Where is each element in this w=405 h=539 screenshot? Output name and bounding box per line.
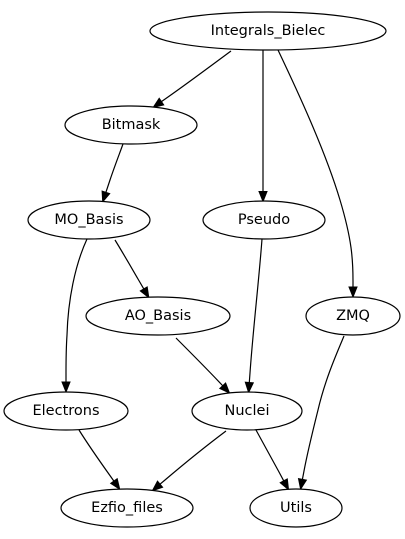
node-mo-basis: MO_Basis bbox=[27, 200, 151, 240]
arrowhead bbox=[139, 286, 150, 299]
node-ellipse bbox=[305, 296, 401, 336]
edge-line bbox=[255, 429, 285, 482]
edge-line bbox=[65, 238, 88, 382]
edge-line bbox=[277, 49, 354, 287]
node-nuclei: Nuclei bbox=[191, 391, 303, 431]
edge-line bbox=[78, 429, 115, 482]
node-pseudo: Pseudo bbox=[202, 200, 326, 240]
node-ellipse bbox=[149, 11, 387, 51]
arrowhead bbox=[61, 381, 71, 394]
edge-nuclei-to-utils bbox=[255, 429, 290, 491]
arrowhead bbox=[244, 381, 255, 394]
node-ellipse bbox=[27, 200, 151, 240]
node-label: Integrals_Bielec bbox=[211, 23, 326, 39]
node-label: Pseudo bbox=[238, 212, 290, 228]
node-ellipse bbox=[3, 391, 129, 431]
arrowhead bbox=[258, 191, 268, 203]
node-ellipse bbox=[85, 296, 231, 336]
node-label: MO_Basis bbox=[54, 212, 123, 228]
edge-line bbox=[161, 50, 232, 103]
arrowhead bbox=[218, 382, 231, 394]
node-ao-basis: AO_Basis bbox=[85, 296, 231, 336]
edge-ao_basis-to-nuclei bbox=[175, 337, 231, 394]
edge-integrals_bielec-to-pseudo bbox=[258, 50, 268, 203]
edge-line bbox=[105, 143, 124, 193]
node-bitmask: Bitmask bbox=[64, 105, 198, 145]
edge-mo_basis-to-electrons bbox=[61, 238, 88, 394]
arrowhead bbox=[152, 97, 165, 109]
arrowhead bbox=[101, 190, 111, 204]
node-label: Electrons bbox=[32, 403, 99, 419]
node-integrals-bielec: Integrals_Bielec bbox=[149, 11, 387, 51]
edge-bitmask-to-mo_basis bbox=[101, 143, 124, 204]
node-ezfio-files: Ezfio_files bbox=[60, 488, 194, 528]
node-ellipse bbox=[249, 488, 343, 528]
node-label: Bitmask bbox=[102, 117, 161, 133]
arrowhead bbox=[151, 480, 164, 492]
edge-line bbox=[301, 335, 345, 480]
edge-zmq-to-utils bbox=[297, 335, 345, 491]
node-ellipse bbox=[64, 105, 198, 145]
node-label: Nuclei bbox=[225, 403, 270, 419]
edge-nuclei-to-ezfio_files bbox=[151, 430, 227, 492]
node-ellipse bbox=[202, 200, 326, 240]
edge-mo_basis-to-ao_basis bbox=[114, 239, 150, 299]
edge-line bbox=[114, 239, 145, 290]
node-label: Ezfio_files bbox=[91, 500, 163, 516]
edge-integrals_bielec-to-bitmask bbox=[152, 50, 232, 109]
arrowhead bbox=[109, 477, 121, 491]
node-label: ZMQ bbox=[336, 308, 370, 324]
node-ellipse bbox=[191, 391, 303, 431]
node-electrons: Electrons bbox=[3, 391, 129, 431]
node-ellipse bbox=[60, 488, 194, 528]
node-utils: Utils bbox=[249, 488, 343, 528]
edge-pseudo-to-nuclei bbox=[244, 238, 263, 394]
edge-line bbox=[175, 337, 224, 387]
arrowhead bbox=[348, 286, 358, 299]
edge-line bbox=[159, 430, 227, 485]
node-zmq: ZMQ bbox=[305, 296, 401, 336]
edges-layer bbox=[61, 49, 358, 492]
edge-electrons-to-ezfio_files bbox=[78, 429, 121, 491]
node-label: AO_Basis bbox=[125, 308, 191, 324]
node-label: Utils bbox=[280, 500, 312, 516]
arrowhead bbox=[279, 478, 290, 491]
arrowhead bbox=[297, 477, 308, 491]
edge-line bbox=[248, 238, 263, 383]
edge-integrals_bielec-to-zmq bbox=[277, 49, 358, 299]
